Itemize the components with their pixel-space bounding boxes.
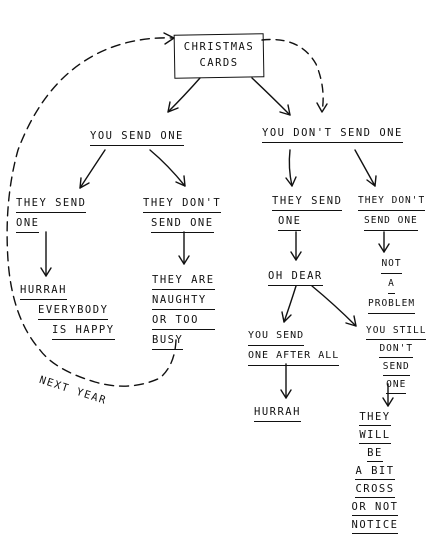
node-text: THEY DON'T	[358, 193, 426, 211]
node-you-still-dont-send-one: YOU STILL DON'T SEND ONE	[366, 324, 427, 396]
node-they-send-one-b: THEY SEND ONE	[272, 193, 343, 233]
node-hurrah-b: HURRAH	[254, 404, 301, 424]
node-text: HURRAH	[20, 282, 67, 300]
node-text: A BIT	[355, 464, 395, 480]
node-text: ONE	[386, 378, 407, 394]
node-text: SEND	[382, 360, 410, 376]
arrowhead	[79, 177, 90, 189]
node-cross-or-notice: THEY WILL BE A BIT CROSS OR NOT NOTICE	[344, 410, 406, 536]
arrow-ohdear-to-stilldont	[311, 285, 357, 327]
arrowhead	[40, 267, 52, 277]
node-root: CHRISTMAS CARDS	[180, 39, 258, 71]
arrowhead	[281, 311, 292, 323]
node-text: YOU SEND	[248, 328, 305, 346]
node-text: EVERYBODY	[38, 302, 109, 320]
arrow-ohdear-to-sendafter	[283, 285, 297, 323]
node-text: YOU DON'T SEND ONE	[262, 125, 403, 143]
node-text: PROBLEM	[368, 296, 416, 314]
node-hurrah-everybody: HURRAH EVERYBODY IS HAPPY	[20, 282, 115, 342]
arrowhead	[280, 389, 292, 399]
arrowhead	[167, 101, 179, 113]
arrow-dontsend-to-theysend	[288, 149, 293, 187]
node-text: IS HAPPY	[52, 322, 115, 340]
arrow-dontsend-to-theydont	[354, 149, 376, 187]
node-they-dont-send-one-a: THEY DON'T SEND ONE	[143, 195, 222, 235]
arrowhead	[178, 255, 190, 265]
node-text: BE	[367, 446, 383, 462]
node-text: HURRAH	[254, 404, 301, 422]
node-text: NAUGHTY	[152, 292, 215, 310]
node-text: WILL	[359, 428, 391, 444]
node-you-send-one-after-all: YOU SEND ONE AFTER ALL	[248, 328, 340, 368]
arrowhead	[382, 397, 394, 407]
node-text: YOU SEND ONE	[90, 128, 184, 146]
arrowhead	[285, 176, 297, 187]
node-text: THEY DON'T	[143, 195, 222, 213]
node-text: CHRISTMAS	[183, 41, 255, 53]
arrow-send-to-theydont	[149, 149, 186, 187]
node-text: NOTICE	[351, 518, 399, 534]
dashed-root-to-dontsend	[261, 38, 324, 113]
node-text: DON'T	[379, 342, 414, 358]
node-text: THEY ARE	[152, 272, 215, 290]
node-text: CROSS	[355, 482, 395, 498]
node-text: BUSY	[152, 332, 184, 350]
node-text: ONE	[278, 213, 302, 231]
node-not-a-problem: NOT A PROBLEM	[368, 256, 416, 316]
node-naughty: THEY ARE NAUGHTY OR TOO BUSY	[152, 272, 215, 352]
node-text: SEND ONE	[151, 215, 214, 233]
node-text: YOU STILL	[366, 324, 427, 340]
node-text: ONE	[16, 215, 40, 233]
node-text: SEND ONE	[364, 213, 418, 231]
node-they-dont-send-one-b: THEY DON'T SEND ONE	[358, 193, 426, 233]
node-they-send-one-a: THEY SEND ONE	[16, 195, 87, 235]
arrow-root-to-send	[167, 77, 201, 113]
arrow-root-to-dontsend	[251, 77, 291, 116]
arrowhead	[290, 251, 302, 261]
arrowhead	[163, 32, 175, 45]
node-text: A	[388, 276, 395, 294]
node-text: NOT	[381, 256, 402, 274]
arrowhead	[175, 175, 186, 187]
node-text: THEY SEND	[272, 193, 343, 211]
arrowhead	[316, 102, 328, 113]
node-text: ONE AFTER ALL	[248, 348, 340, 366]
node-text: OH DEAR	[268, 268, 323, 286]
node-text: THEY SEND	[16, 195, 87, 213]
arrowhead	[366, 175, 377, 187]
node-text: OR TOO	[152, 312, 215, 330]
arrow-send-to-theysend	[79, 149, 106, 189]
arrowhead	[345, 315, 357, 327]
node-oh-dear: OH DEAR	[268, 268, 323, 288]
node-text: CARDS	[199, 57, 239, 69]
next-year-loop	[6, 37, 177, 387]
node-text: OR NOT	[351, 500, 399, 516]
node-you-dont-send-one: YOU DON'T SEND ONE	[262, 125, 403, 145]
arrowhead	[279, 104, 291, 116]
node-you-send-one: YOU SEND ONE	[90, 128, 184, 148]
node-text: THEY	[359, 410, 391, 426]
arrowhead	[378, 243, 390, 253]
